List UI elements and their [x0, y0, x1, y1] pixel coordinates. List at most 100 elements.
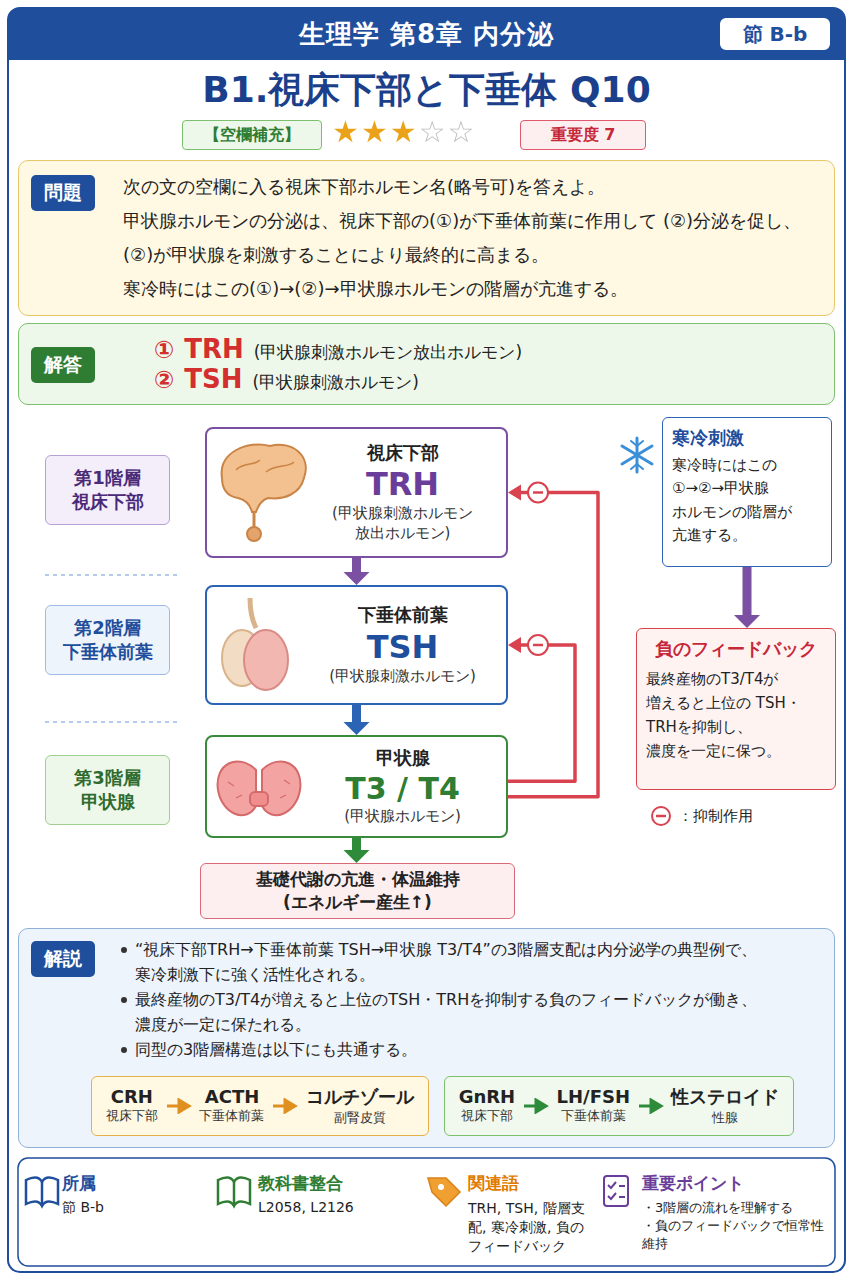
chain-hormone: GnRH	[459, 1086, 516, 1107]
node-text: 関連語	[468, 1172, 596, 1195]
chain-arrow	[165, 1098, 193, 1114]
thyroid-icon	[218, 761, 301, 815]
chain-hormone: CRH	[106, 1086, 158, 1107]
connector	[508, 483, 598, 797]
connector	[344, 558, 370, 585]
answer-panel: ① TRH (甲状腺刺激ホルモン放出ホルモン) ② TSH (甲状腺刺激ホルモン) 解答	[18, 323, 835, 405]
answer-number: ①	[154, 336, 174, 364]
arrowhead	[344, 572, 370, 585]
chain-organ: 副腎皮質	[306, 1109, 414, 1127]
chain-cell: GnRH視床下部	[459, 1086, 516, 1125]
outcome-box: 基礎代謝の亢進・体温維持 (エネルギー産生↑)	[200, 863, 515, 919]
chain-hormone: 性ステロイド	[671, 1085, 779, 1109]
connector	[344, 705, 370, 735]
node-text: TRH	[366, 464, 439, 504]
bullet-text: “視床下部TRH→下垂体前葉 TSH→甲状腺 T3/T4”の3階層支配は内分泌学…	[119, 937, 816, 987]
answer-row: ② TSH (甲状腺刺激ホルモン)	[154, 364, 818, 394]
connector-shaft	[743, 567, 752, 616]
node-text: TSH	[367, 627, 439, 667]
tier-label: 第2階層下垂体前葉	[45, 605, 170, 675]
tag-box: 【空欄補充】	[182, 120, 322, 150]
inhibit-circle	[528, 635, 548, 655]
snowflake-icon	[622, 438, 652, 472]
answer-name: (甲状腺刺激ホルモン)	[253, 371, 419, 394]
node-text: 【空欄補充】	[204, 125, 300, 146]
chain-arrow	[271, 1098, 299, 1114]
feedback-box: 負のフィードバック最終産物のT3/T4が 増えると上位の TSH・TRHを抑制し…	[636, 628, 836, 790]
inhibit-symbol	[650, 805, 672, 827]
node-text: 問題	[44, 180, 82, 206]
chain-arrow	[637, 1098, 665, 1114]
section-badge: 節 B-b	[718, 16, 832, 52]
connector	[734, 567, 760, 628]
answer-abbrev: TSH	[184, 364, 242, 394]
arrowhead	[734, 615, 760, 628]
connector	[344, 838, 370, 863]
footer-item: 教科書整合L2058, L2126	[256, 1170, 416, 1260]
footer-item: 所属節 B-b	[60, 1170, 210, 1260]
hormone-box: 下垂体前葉TSH(甲状腺刺激ホルモン)	[205, 585, 508, 705]
inhibit-minus	[533, 491, 543, 494]
connector-shaft	[352, 705, 361, 723]
card-outline	[8, 8, 845, 1272]
chain-hormone: LH/FSH	[557, 1086, 630, 1107]
footer-panel	[18, 1158, 835, 1266]
header-bar: 生理学 第8章 内分泌節 B-b	[8, 8, 845, 60]
node-text: 甲状腺	[376, 747, 430, 770]
chain-hormone: コルチゾール	[306, 1085, 414, 1109]
footer-item: 関連語 TRH, TSH, 階層支配, 寒冷刺激, 負のフィードバック	[466, 1170, 598, 1260]
node-text: 負のフィードバック	[646, 637, 826, 661]
node-text: 基礎代謝の亢進・体温維持 (エネルギー産生↑)	[205, 868, 510, 914]
chain-cell: ACTH下垂体前葉	[199, 1086, 264, 1125]
explanation-badge: 解説	[31, 941, 95, 977]
footer-item: 重要ポイント・3階層の流れを理解する・負のフィードバックで恒常性維持	[640, 1170, 830, 1260]
node-text: 節 B-b	[62, 1199, 208, 1217]
feedback-line	[508, 493, 598, 797]
legend-row: ：抑制作用	[650, 805, 753, 827]
chain-row: CRH視床下部 ACTH下垂体前葉 コルチゾール副腎皮質	[92, 1077, 428, 1134]
legend-text: ：抑制作用	[678, 807, 753, 826]
answer-number: ②	[154, 366, 174, 394]
answer-name: (甲状腺刺激ホルモン放出ホルモン)	[254, 341, 522, 364]
node-text: 重要度 7	[551, 125, 616, 146]
chain-box: CRH視床下部 ACTH下垂体前葉 コルチゾール副腎皮質	[91, 1076, 429, 1136]
inhibit-minus	[533, 644, 543, 647]
importance-box: 重要度 7	[520, 120, 646, 150]
chain-organ: 下垂体前葉	[199, 1107, 264, 1125]
arrowhead	[508, 485, 521, 501]
pituitary-icon	[222, 598, 288, 690]
node-text: 寒冷時にはこの ①→②→甲状腺 ホルモンの階層が 亢進する。	[672, 454, 822, 547]
feedback-line	[508, 645, 575, 781]
chain-box: GnRH視床下部LH/FSH下垂体前葉性ステロイド性腺	[444, 1076, 794, 1136]
node-text: 重要ポイント	[642, 1172, 828, 1195]
node-text: 第3階層	[74, 766, 141, 790]
node-text: (甲状腺刺激ホルモン 放出ホルモン)	[307, 504, 498, 543]
question-badge: 問題	[31, 175, 95, 211]
book-icon	[218, 1177, 250, 1206]
node-text: (甲状腺刺激ホルモン)	[329, 667, 476, 686]
connector-shaft	[352, 558, 361, 573]
chain-arrow	[522, 1098, 550, 1114]
bullet-text: 最終産物のT3/T4が増えると上位のTSH・TRHを抑制する負のフィードバックが…	[119, 987, 816, 1037]
node-text: ・負のフィードバックで恒常性維持	[642, 1217, 828, 1253]
node-text: 視床下部	[367, 442, 439, 465]
chain-cell: LH/FSH下垂体前葉	[557, 1086, 630, 1125]
tag-icon	[428, 1178, 460, 1206]
node-text: 最終産物のT3/T4が 増えると上位の TSH・TRHを抑制し、 濃度を一定に保…	[646, 667, 826, 763]
node-text: 甲状腺	[81, 790, 135, 814]
chain-arrow-path	[639, 1100, 661, 1112]
node-text: 甲状腺ホルモンの分泌は、視床下部の(①)が下垂体前葉に作用して (②)分泌を促し…	[123, 204, 818, 272]
explanation-panel: “視床下部TRH→下垂体前葉 TSH→甲状腺 T3/T4”の3階層支配は内分泌学…	[18, 928, 835, 1148]
chain-organ: 視床下部	[106, 1107, 158, 1125]
answer-abbrev: TRH	[184, 334, 244, 364]
inhibit-minus	[656, 815, 666, 818]
node-text: ・3階層の流れを理解する	[642, 1199, 828, 1217]
answer-badge: 解答	[31, 347, 95, 383]
answer-row: ① TRH (甲状腺刺激ホルモン放出ホルモン)	[154, 334, 818, 364]
tier-divider	[45, 574, 180, 576]
chain-arrow-path	[524, 1100, 546, 1112]
tier-label: 第3階層甲状腺	[45, 755, 170, 825]
node-text: TRH, TSH, 階層支配, 寒冷刺激, 負のフィードバック	[468, 1199, 596, 1256]
book-icon	[26, 1177, 58, 1206]
node-text: 節 B-b	[743, 21, 808, 48]
